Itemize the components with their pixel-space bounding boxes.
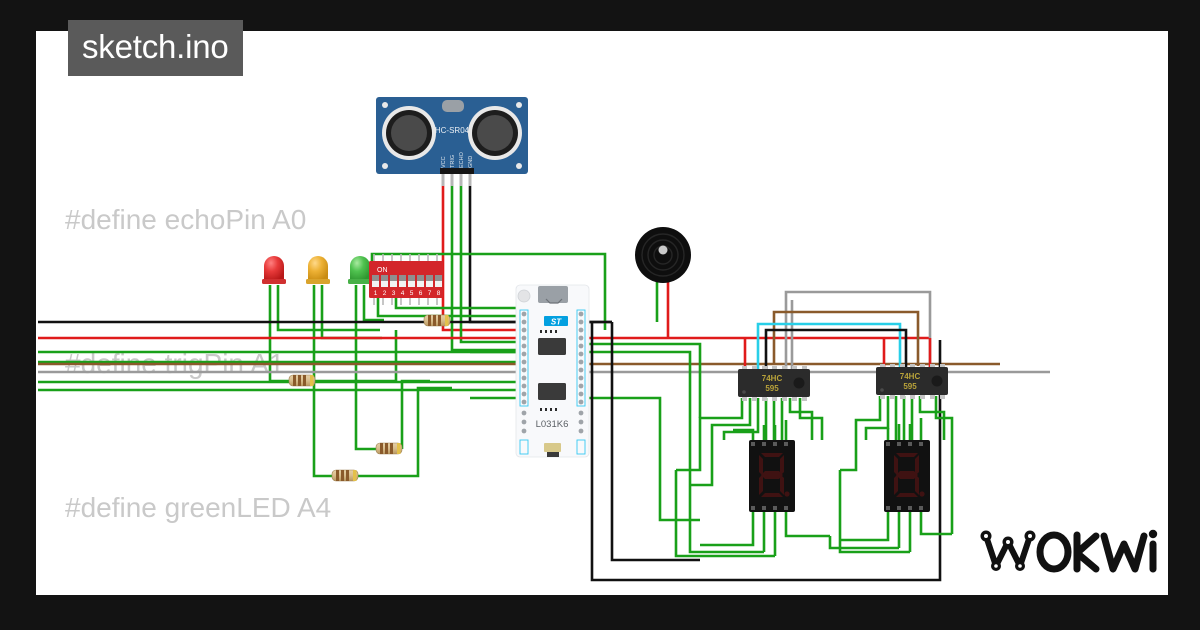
pin-label-gnd: GND [468, 156, 474, 168]
svg-text:1: 1 [374, 290, 378, 297]
seven-segment-display-1[interactable] [749, 440, 795, 512]
segment-group [894, 453, 919, 497]
chip-label-top: 74HC [900, 372, 921, 381]
file-tab-sketch-ino[interactable]: sketch.ino [68, 20, 243, 76]
stm32-nucleo-board[interactable]: ST [515, 284, 590, 458]
ultrasonic-label: HC-SR04 [435, 126, 470, 135]
resistor-group [288, 314, 451, 482]
svg-text:6: 6 [419, 290, 423, 297]
pin-label-trig: TRIG [450, 155, 456, 168]
segment-group [759, 453, 784, 497]
wokwi-logo [978, 524, 1158, 581]
shift-register-74hc595-2[interactable]: 74HC 595 [876, 364, 948, 399]
diagram-canvas[interactable] [36, 31, 1168, 595]
svg-text:4: 4 [401, 290, 405, 297]
chip-label-bottom: 595 [903, 382, 917, 391]
pin-label-vcc: VCC [441, 156, 447, 168]
svg-text:3: 3 [392, 290, 396, 297]
ultrasonic-sensor-hc-sr04[interactable]: HC-SR04 VCC TRIG ECHO GND [376, 97, 528, 174]
resistor[interactable] [375, 442, 403, 455]
code-line: #define echoPin A0 [65, 204, 307, 235]
resistor[interactable] [288, 374, 316, 387]
code-line: #define greenLED A4 [65, 492, 332, 523]
svg-text:8: 8 [437, 290, 441, 297]
pin-label-echo: ECHO [459, 151, 465, 168]
board-part-label: L031K6 [536, 419, 569, 430]
svg-text:2: 2 [383, 290, 387, 297]
led-orange[interactable] [306, 256, 330, 284]
piezo-buzzer[interactable] [635, 227, 691, 283]
shift-register-74hc595-1[interactable]: 74HC 595 [738, 366, 810, 401]
chip-label-top: 74HC [762, 374, 783, 383]
led-green[interactable] [348, 256, 372, 284]
resistor[interactable] [331, 469, 359, 482]
svg-text:ST: ST [551, 318, 562, 327]
svg-text:7: 7 [428, 290, 432, 297]
svg-text:5: 5 [410, 290, 414, 297]
dip-on-label: ON [377, 267, 388, 274]
resistor[interactable] [423, 314, 451, 327]
st-logo: ST [544, 316, 568, 327]
chip-label-bottom: 595 [765, 384, 779, 393]
seven-segment-display-2[interactable] [884, 440, 930, 512]
led-red[interactable] [262, 256, 286, 284]
